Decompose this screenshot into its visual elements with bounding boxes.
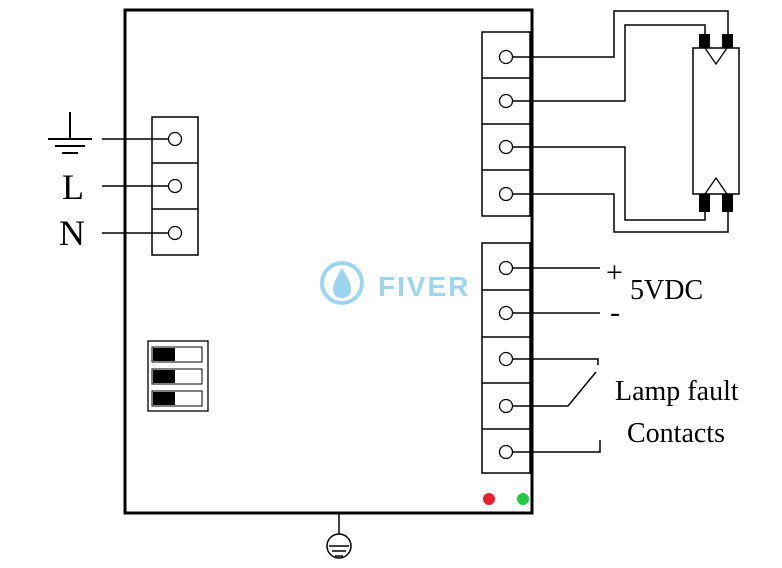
dip-switch <box>147 340 209 412</box>
lamp-terminal-screw-3 <box>498 139 514 155</box>
lamp-terminal-screw-2 <box>498 93 514 109</box>
label-lamp-fault: Lamp fault <box>615 376 739 407</box>
control-terminal-screw-plus <box>498 260 514 276</box>
control-terminal-screw-fault-1 <box>498 351 514 367</box>
lamp-terminal-screw-4 <box>498 186 514 202</box>
lamp-terminal-screw-1 <box>498 49 514 65</box>
label-minus: - <box>610 296 620 329</box>
fault-contact-wiring <box>512 358 601 453</box>
terminal-screw-ground <box>167 131 183 147</box>
watermark-logo: FIVER <box>320 261 470 305</box>
lamp-terminal-block <box>481 31 531 217</box>
terminal-screw-neutral <box>167 225 183 241</box>
control-terminal-block <box>481 242 531 474</box>
watermark-drop-shape <box>333 268 351 298</box>
lamp-wiring <box>512 10 729 233</box>
red-led <box>483 493 495 505</box>
label-contacts: Contacts <box>627 418 725 449</box>
ballast-enclosure <box>123 8 534 515</box>
green-led <box>517 493 529 505</box>
earth-ground-icon <box>48 112 92 154</box>
fluorescent-lamp-tube <box>692 34 740 212</box>
control-terminal-screw-fault-2 <box>498 398 514 414</box>
label-5vdc: 5VDC <box>630 275 703 306</box>
watermark-drop-icon <box>320 261 364 305</box>
label-plus: + <box>606 256 623 289</box>
control-terminal-screw-fault-3 <box>498 444 514 460</box>
terminal-screw-line <box>167 178 183 194</box>
label-line: L <box>62 167 84 207</box>
control-terminal-screw-minus <box>498 305 514 321</box>
watermark-text: FIVER <box>378 271 470 302</box>
chassis-ground-icon <box>326 513 352 559</box>
label-neutral: N <box>59 213 85 253</box>
